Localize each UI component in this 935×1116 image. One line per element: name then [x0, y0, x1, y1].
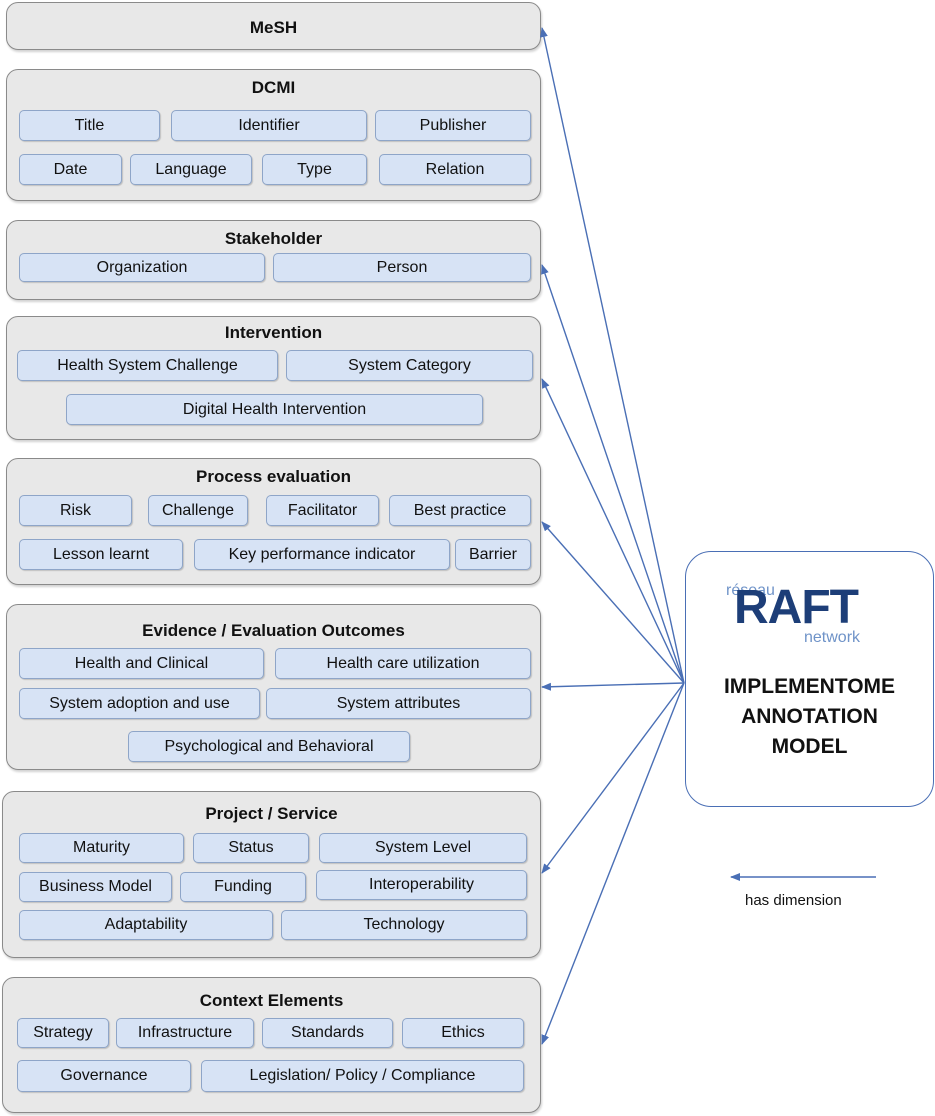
group-process-evaluation: Process evaluation Risk Challenge Facili… — [6, 458, 541, 585]
group-title-evidence: Evidence / Evaluation Outcomes — [142, 621, 405, 640]
item-interoperability: Interoperability — [316, 870, 527, 900]
item-publisher: Publisher — [375, 110, 531, 141]
group-title-process-evaluation: Process evaluation — [196, 467, 351, 486]
group-title-project-service: Project / Service — [205, 804, 338, 823]
arrow-to-stakeholder — [541, 264, 685, 684]
item-business-model: Business Model — [19, 872, 172, 902]
arrow-to-intervention — [541, 378, 685, 684]
item-relation: Relation — [379, 154, 531, 185]
implementome-model-box: réseau RAFT network IMPLEMENTOME ANNOTAT… — [685, 551, 934, 807]
group-title-stakeholder: Stakeholder — [224, 229, 323, 248]
item-system-level: System Level — [319, 833, 527, 863]
item-technology: Technology — [281, 910, 527, 940]
item-funding: Funding — [180, 872, 306, 902]
group-title-intervention: Intervention — [224, 323, 323, 342]
group-intervention: Intervention Health System Challenge Sys… — [6, 316, 541, 440]
item-challenge: Challenge — [148, 495, 248, 526]
group-stakeholder: Stakeholder Organization Person — [6, 220, 541, 300]
arrow-to-mesh — [539, 27, 685, 684]
item-barrier: Barrier — [455, 539, 531, 570]
item-digital-health-intervention: Digital Health Intervention — [66, 394, 483, 425]
item-legislation-policy-compliance: Legislation/ Policy / Compliance — [201, 1060, 524, 1092]
item-organization: Organization — [19, 253, 265, 282]
group-context-elements: Context Elements Strategy Infrastructure… — [2, 977, 541, 1113]
model-title-line-1: IMPLEMENTOME — [723, 675, 896, 698]
arrow-to-project-service — [541, 682, 685, 874]
item-facilitator: Facilitator — [266, 495, 379, 526]
item-ethics: Ethics — [402, 1018, 524, 1048]
item-psychological-and-behavioral: Psychological and Behavioral — [128, 731, 410, 762]
item-risk: Risk — [19, 495, 132, 526]
item-health-and-clinical: Health and Clinical — [19, 648, 264, 679]
item-lesson-learnt: Lesson learnt — [19, 539, 183, 570]
group-title-mesh: MeSH — [249, 18, 298, 37]
item-standards: Standards — [262, 1018, 393, 1048]
item-health-care-utilization: Health care utilization — [275, 648, 531, 679]
raft-logo: RAFT — [734, 581, 859, 634]
logo-reseau-text: réseau — [726, 582, 775, 599]
group-mesh: MeSH — [6, 2, 541, 50]
group-dcmi: DCMI Title Identifier Publisher Date Lan… — [6, 69, 541, 201]
model-title-line-3: MODEL — [771, 735, 848, 758]
arrow-to-evidence — [541, 682, 685, 691]
item-best-practice: Best practice — [389, 495, 531, 526]
arrow-to-context-elements — [541, 682, 685, 1045]
item-status: Status — [193, 833, 309, 863]
item-title: Title — [19, 110, 160, 141]
item-strategy: Strategy — [17, 1018, 109, 1048]
item-date: Date — [19, 154, 122, 185]
item-infrastructure: Infrastructure — [116, 1018, 254, 1048]
item-type: Type — [262, 154, 367, 185]
group-title-dcmi: DCMI — [251, 78, 296, 97]
item-adaptability: Adaptability — [19, 910, 273, 940]
item-health-system-challenge: Health System Challenge — [17, 350, 278, 381]
group-title-context-elements: Context Elements — [199, 991, 344, 1010]
item-maturity: Maturity — [19, 833, 184, 863]
logo-network-text: network — [804, 629, 861, 646]
item-system-category: System Category — [286, 350, 533, 381]
group-evidence: Evidence / Evaluation Outcomes Health an… — [6, 604, 541, 770]
item-governance: Governance — [17, 1060, 191, 1092]
item-system-adoption-and-use: System adoption and use — [19, 688, 260, 719]
item-language: Language — [130, 154, 252, 185]
item-person: Person — [273, 253, 531, 282]
model-title: IMPLEMENTOME ANNOTATION MODEL — [686, 672, 933, 762]
group-project-service: Project / Service Maturity Status System… — [2, 791, 541, 958]
model-title-line-2: ANNOTATION — [741, 705, 878, 728]
item-system-attributes: System attributes — [266, 688, 531, 719]
arrow-to-process-evaluation — [541, 521, 685, 684]
item-identifier: Identifier — [171, 110, 367, 141]
item-key-performance-indicator: Key performance indicator — [194, 539, 450, 570]
legend-label: has dimension — [745, 892, 842, 909]
